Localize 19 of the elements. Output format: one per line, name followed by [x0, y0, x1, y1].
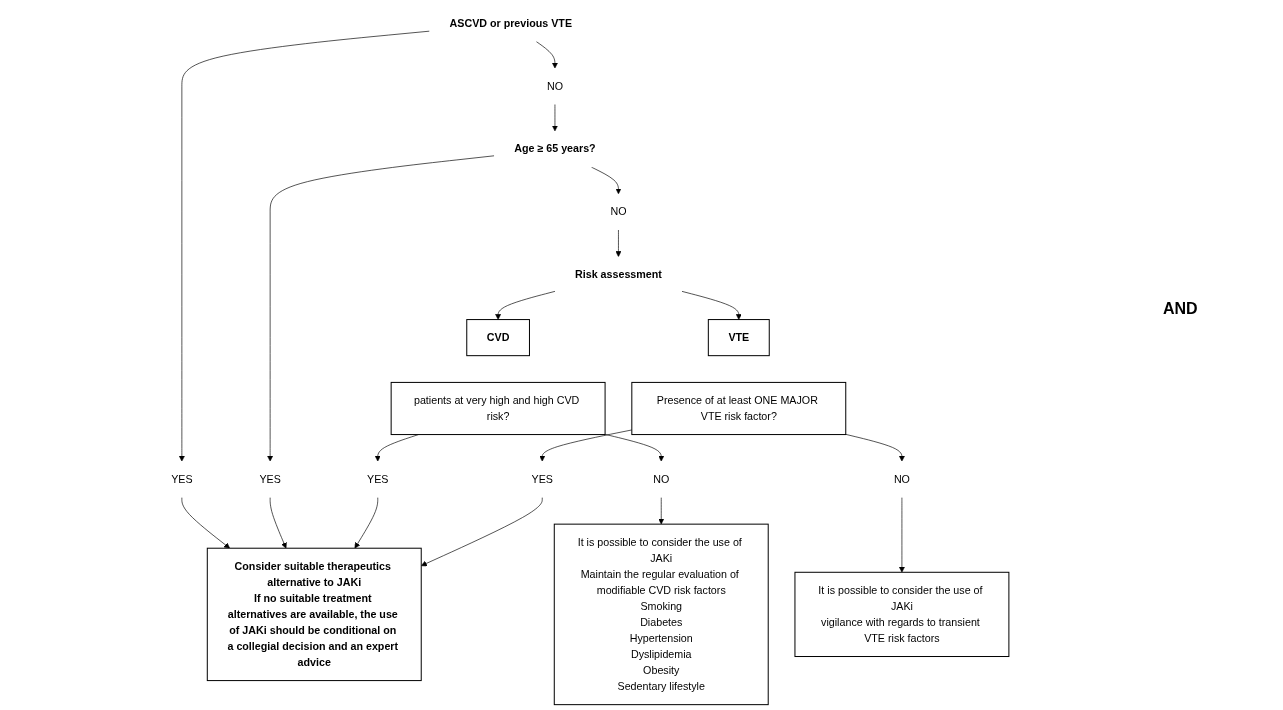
node-text: NO: [893, 473, 910, 485]
node-text: Risk assessment: [575, 268, 662, 281]
node-box: Presence of at least ONE MAJOR VTE risk factor?: [631, 381, 847, 436]
node-box: Consider suitable therapeutics alternative to JAKi If no suitable treatment alternatives are available, the use of JAKi should be conditional on a collegial decision and an expert advice: [206, 547, 422, 682]
node-text: YES: [531, 473, 553, 485]
node-box: It is possible to consider the use of JAKi vigilance with regards to transient VTE risk factors: [794, 571, 1010, 657]
node-text: YES: [367, 473, 389, 485]
node-box: It is possible to consider the use of JAKi Maintain the regular evaluation of modifiable CVD risk factors Smoking Diabetes Hypertension Dyslipidemia Obesity Sedentary lifestyle: [553, 523, 769, 706]
node-text: Age ≥ 65 years?: [514, 143, 596, 155]
node-box: patients at very high and high CVD risk?: [390, 381, 606, 436]
node-box: VTE: [707, 319, 770, 357]
connector-word: AND: [1163, 300, 1199, 318]
node-text: YES: [171, 473, 193, 485]
node-text: ASCVD or previous VTE: [449, 17, 573, 29]
node-text: YES: [259, 473, 281, 485]
node-box: CVD: [466, 319, 530, 357]
node-text: NO: [653, 473, 670, 485]
node-text: NO: [546, 80, 563, 92]
node-text: NO: [610, 205, 627, 218]
